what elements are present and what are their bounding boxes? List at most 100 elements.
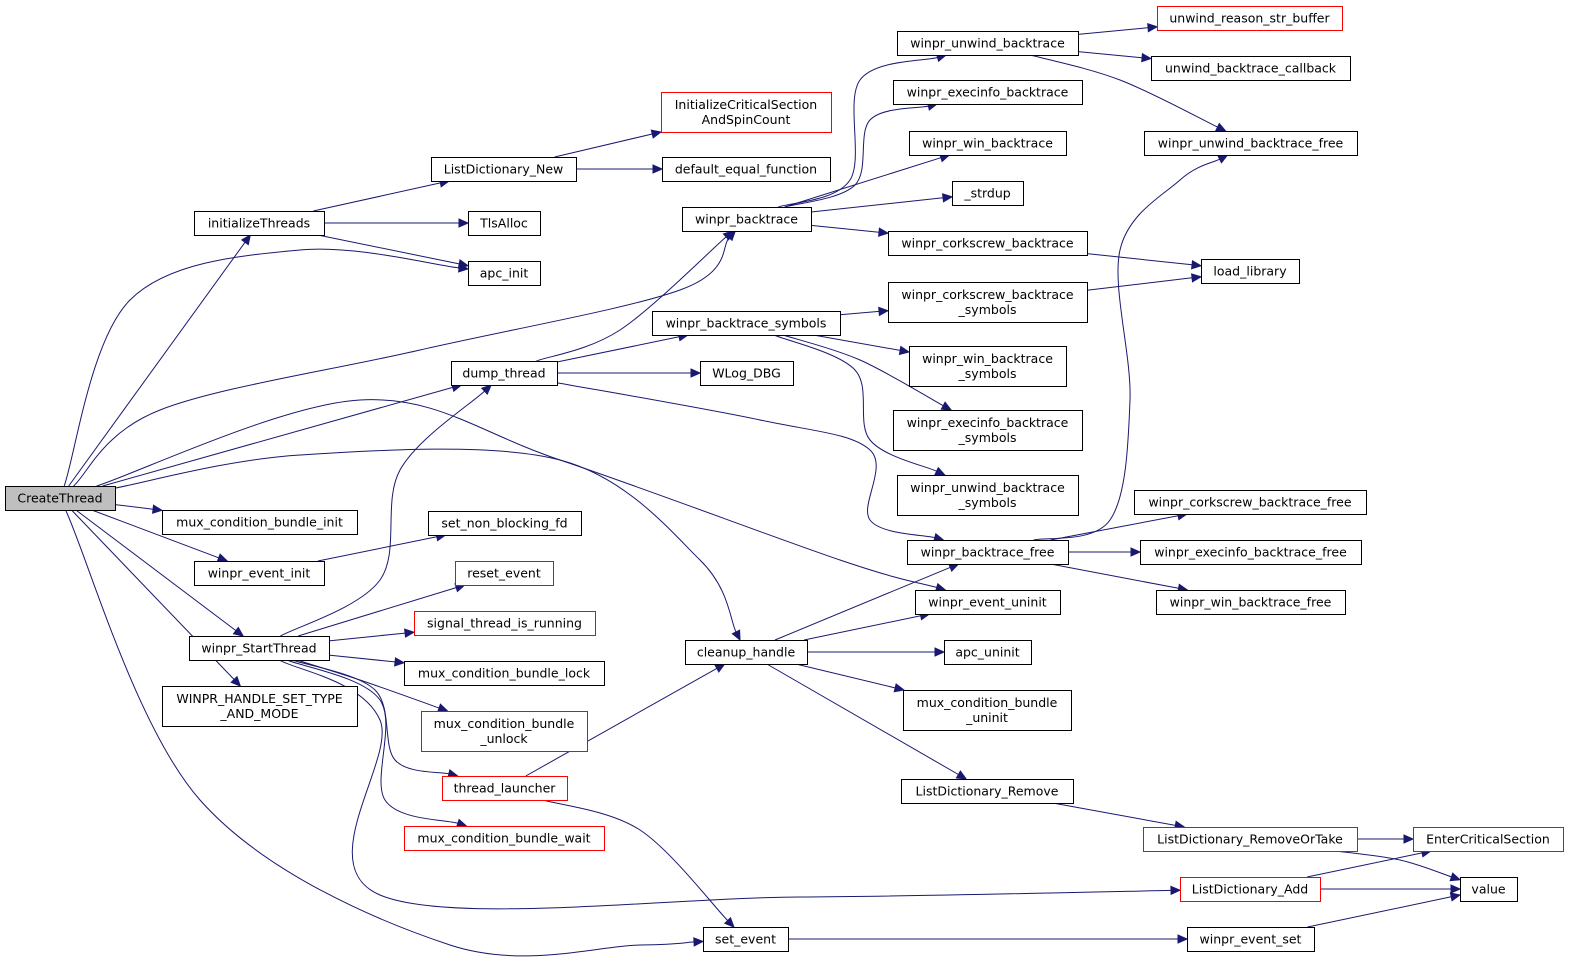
node-winpr_unwind_backtrace[interactable]: winpr_unwind_backtrace xyxy=(897,31,1079,56)
arrowhead-CreateThread-to-WINPR_HANDLE_SET_TYPE_AND_MODE xyxy=(230,675,242,687)
node-set_non_blocking_fd[interactable]: set_non_blocking_fd xyxy=(428,511,582,536)
node-mux_condition_bundle_lock[interactable]: mux_condition_bundle_lock xyxy=(404,661,605,686)
node-mux_condition_bundle_uninit[interactable]: mux_condition_bundle_uninit xyxy=(903,690,1072,731)
node-EnterCriticalSection[interactable]: EnterCriticalSection xyxy=(1413,827,1564,852)
node-winpr_unwind_backtrace_free[interactable]: winpr_unwind_backtrace_free xyxy=(1144,131,1358,156)
node-box xyxy=(893,410,1083,451)
node-WINPR_HANDLE_SET_TYPE_AND_MODE[interactable]: WINPR_HANDLE_SET_TYPE_AND_MODE xyxy=(162,686,358,727)
node-label: winpr_corkscrew_backtrace xyxy=(901,236,1074,251)
node-box xyxy=(404,661,605,686)
edge-CreateThread-to-set_event xyxy=(65,509,695,957)
node-box xyxy=(662,157,831,182)
node-box xyxy=(431,157,577,182)
edge-CreateThread-to-apc_init xyxy=(63,248,460,487)
edge-winpr_event_set-to-value xyxy=(1307,896,1452,928)
node-box xyxy=(404,826,605,851)
node-label: default_equal_function xyxy=(675,162,817,177)
node-winpr_corkscrew_backtrace_symbols[interactable]: winpr_corkscrew_backtrace_symbols xyxy=(888,282,1088,323)
node-label: winpr_unwind_backtrace_free xyxy=(1158,136,1344,151)
edge-cleanup_handle-to-ListDictionary_Remove xyxy=(766,663,959,775)
node-box xyxy=(421,711,588,752)
arrowhead-winpr_event_set-to-value xyxy=(1449,892,1462,902)
node-label: _AND_MODE xyxy=(219,706,298,721)
node-cleanup_handle[interactable]: cleanup_handle xyxy=(685,640,808,665)
node-ListDictionary_Add[interactable]: ListDictionary_Add xyxy=(1180,877,1321,902)
edge-thread_launcher-to-set_event xyxy=(543,799,728,921)
edge-winpr_backtrace_free-to-winpr_unwind_backtrace_free xyxy=(1033,158,1220,541)
node-winpr_backtrace_symbols[interactable]: winpr_backtrace_symbols xyxy=(652,311,841,336)
node-ListDictionary_RemoveOrTake[interactable]: ListDictionary_RemoveOrTake xyxy=(1143,827,1358,852)
node-winpr_event_init[interactable]: winpr_event_init xyxy=(194,561,325,586)
node-winpr_execinfo_backtrace_free[interactable]: winpr_execinfo_backtrace_free xyxy=(1140,540,1362,565)
node-winpr_corkscrew_backtrace[interactable]: winpr_corkscrew_backtrace xyxy=(888,231,1088,256)
node-ListDictionary_New[interactable]: ListDictionary_New xyxy=(431,157,577,182)
node-label: winpr_event_init xyxy=(208,566,311,581)
node-winpr_win_backtrace_free[interactable]: winpr_win_backtrace_free xyxy=(1156,590,1346,615)
edge-winpr_StartThread-to-signal_thread_is_running xyxy=(328,632,406,642)
node-label: _symbols xyxy=(958,430,1017,445)
node-apc_uninit[interactable]: apc_uninit xyxy=(944,640,1032,665)
node-ListDictionary_Remove[interactable]: ListDictionary_Remove xyxy=(901,779,1074,804)
node-signal_thread_is_running[interactable]: signal_thread_is_running xyxy=(414,611,596,636)
node-label: winpr_backtrace_symbols xyxy=(666,316,827,331)
node-mux_condition_bundle_wait[interactable]: mux_condition_bundle_wait xyxy=(404,826,605,851)
node-label: winpr_corkscrew_backtrace xyxy=(901,287,1074,302)
node-label: value xyxy=(1471,882,1505,897)
node-winpr_backtrace_free[interactable]: winpr_backtrace_free xyxy=(907,540,1069,565)
node-set_event[interactable]: set_event xyxy=(703,927,789,952)
node-mux_condition_bundle_unlock[interactable]: mux_condition_bundle_unlock xyxy=(421,711,588,752)
node-winpr_execinfo_backtrace_symbols[interactable]: winpr_execinfo_backtrace_symbols xyxy=(893,410,1083,451)
arrowhead-winpr_backtrace_symbols-to-winpr_win_backtrace_symbols xyxy=(898,345,911,356)
node-winpr_win_backtrace_symbols[interactable]: winpr_win_backtrace_symbols xyxy=(909,346,1067,387)
node-box xyxy=(682,207,812,232)
node-CreateThread[interactable]: CreateThread xyxy=(5,486,116,511)
node-box xyxy=(1144,131,1358,156)
node-label: winpr_event_set xyxy=(1200,932,1302,947)
arrowhead-winpr_StartThread-to-dump_thread xyxy=(480,384,492,396)
node-initializeThreads[interactable]: initializeThreads xyxy=(194,211,325,236)
arrowhead-set_event-to-winpr_event_set xyxy=(1177,934,1189,944)
node-thread_launcher[interactable]: thread_launcher xyxy=(442,776,568,801)
node-box xyxy=(703,927,789,952)
node-label: InitializeCriticalSection xyxy=(675,97,817,112)
node-winpr_unwind_backtrace_symbols[interactable]: winpr_unwind_backtrace_symbols xyxy=(897,475,1079,516)
node-mux_condition_bundle_init[interactable]: mux_condition_bundle_init xyxy=(162,510,358,535)
node-load_library[interactable]: load_library xyxy=(1201,259,1300,284)
edge-winpr_corkscrew_backtrace-to-load_library xyxy=(1086,253,1193,266)
node-winpr_execinfo_backtrace[interactable]: winpr_execinfo_backtrace xyxy=(893,80,1083,105)
node-unwind_reason_str_buffer[interactable]: unwind_reason_str_buffer xyxy=(1157,6,1343,31)
node-box xyxy=(1151,56,1351,81)
node-label: winpr_unwind_backtrace xyxy=(910,36,1065,51)
node-label: _symbols xyxy=(958,302,1017,317)
node-winpr_StartThread[interactable]: winpr_StartThread xyxy=(189,636,330,661)
node-default_equal_function[interactable]: default_equal_function xyxy=(662,157,831,182)
node-value[interactable]: value xyxy=(1460,877,1518,902)
node-winpr_event_set[interactable]: winpr_event_set xyxy=(1187,927,1315,952)
node-winpr_event_uninit[interactable]: winpr_event_uninit xyxy=(915,590,1061,615)
node-label: winpr_corkscrew_backtrace_free xyxy=(1148,495,1351,510)
node-label: WLog_DBG xyxy=(712,366,781,381)
node-label: _uninit xyxy=(965,710,1008,725)
edge-dump_thread-to-winpr_backtrace_free xyxy=(556,382,935,539)
node-winpr_backtrace[interactable]: winpr_backtrace xyxy=(682,207,812,232)
node-box xyxy=(652,311,841,336)
node-label: winpr_execinfo_backtrace xyxy=(907,415,1069,430)
node-dump_thread[interactable]: dump_thread xyxy=(451,361,558,386)
node-box xyxy=(1201,259,1300,284)
node-reset_event[interactable]: reset_event xyxy=(455,561,554,586)
arrowhead-CreateThread-to-initializeThreads xyxy=(240,234,252,246)
node-TlsAlloc[interactable]: TlsAlloc xyxy=(468,211,541,236)
node-apc_init[interactable]: apc_init xyxy=(468,261,541,286)
edge-dump_thread-to-winpr_backtrace_symbols xyxy=(556,336,680,363)
node-unwind_backtrace_callback[interactable]: unwind_backtrace_callback xyxy=(1151,56,1351,81)
node-label: dump_thread xyxy=(462,366,545,381)
node-winpr_win_backtrace[interactable]: winpr_win_backtrace xyxy=(909,131,1067,156)
node-label: EnterCriticalSection xyxy=(1426,832,1550,847)
node-label: _symbols xyxy=(958,495,1017,510)
node-WLog_DBG[interactable]: WLog_DBG xyxy=(700,361,794,386)
edge-CreateThread-to-winpr_backtrace xyxy=(73,237,730,487)
node-label: unwind_backtrace_callback xyxy=(1165,61,1337,76)
node-winpr_corkscrew_backtrace_free[interactable]: winpr_corkscrew_backtrace_free xyxy=(1134,490,1367,515)
node-_strdup[interactable]: _strdup xyxy=(952,181,1024,206)
